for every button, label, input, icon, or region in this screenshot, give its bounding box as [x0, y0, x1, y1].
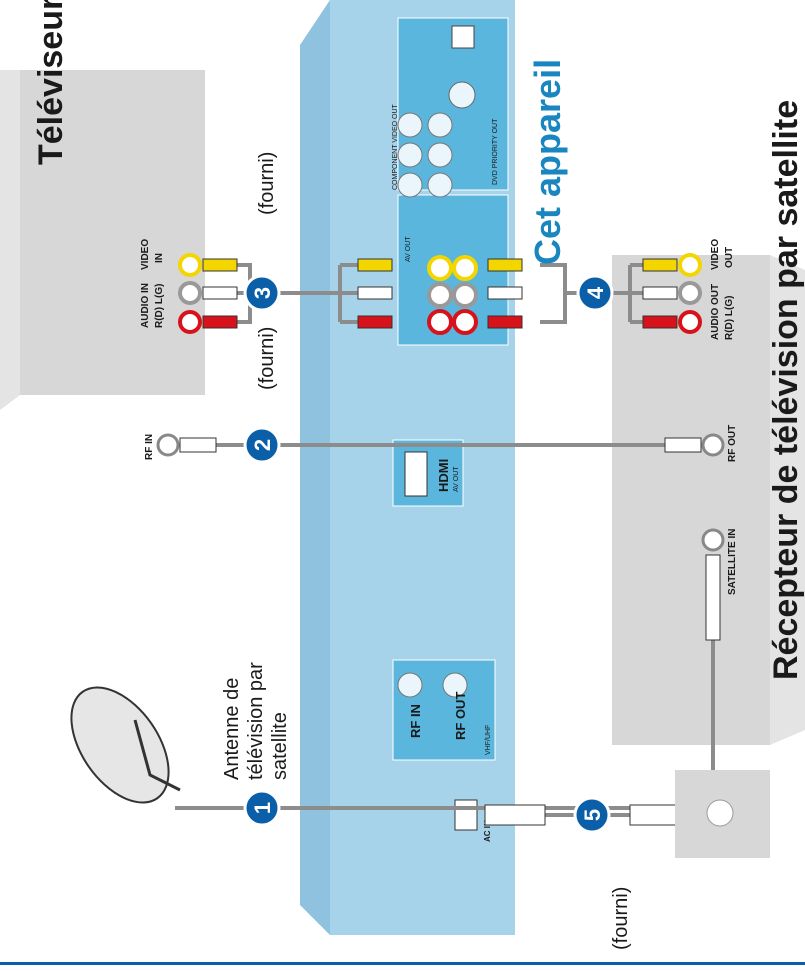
- tv-top: [0, 70, 20, 410]
- tv-rf-in-jack: [156, 433, 180, 457]
- receiver-rf-out-jack: [701, 433, 725, 457]
- tv-body: [20, 70, 205, 395]
- device-rf-out-jack: [442, 672, 468, 698]
- step-5-text: 5: [580, 809, 605, 821]
- receiver-video-out-label: VIDEO: [710, 239, 721, 270]
- tv-audio-rl-label: R(D) L(G): [154, 284, 165, 328]
- hdmi-label: HDMI: [436, 459, 451, 492]
- step-4-text: 4: [583, 286, 608, 299]
- tv-av-jacks: [178, 253, 202, 334]
- hdmi-av-out-label: AV OUT: [453, 466, 460, 492]
- power-plug-device: [484, 804, 546, 826]
- step-3-text: 3: [250, 287, 275, 299]
- receiver-av-jacks: [678, 253, 702, 334]
- tv-title: Téléviseur: [32, 0, 70, 165]
- optical-port-icon: [451, 25, 475, 49]
- receiver-video-out-sub: OUT: [724, 247, 735, 268]
- device-right-plugs: [487, 258, 523, 329]
- device-front-panel: [300, 0, 330, 935]
- receiver-side-plugs: [642, 258, 678, 329]
- bottom-rule: [0, 962, 805, 965]
- supplied-label-2: (fourni): [256, 327, 278, 390]
- antenna-label-line1: Antenne de: [221, 678, 243, 780]
- receiver-body: [612, 255, 770, 745]
- antenna-label-line2: télévision par: [245, 662, 267, 780]
- outlet-socket-icon: [706, 799, 734, 827]
- component-jacks: [397, 112, 453, 198]
- tv-video-in-sub: IN: [154, 253, 165, 263]
- antenna-label-line3: satellite: [269, 712, 291, 780]
- satellite-dish-icon: [70, 686, 181, 804]
- tv-video-in-label: VIDEO: [140, 239, 151, 270]
- receiver-audio-out-label: AUDIO OUT: [710, 284, 721, 340]
- step-badge-4: 4: [576, 274, 614, 312]
- vhf-uhf-label: VHF/UHF: [485, 725, 492, 755]
- receiver-side: [770, 255, 805, 745]
- dvd-priority-out-label: DVD PRIORITY OUT: [492, 118, 499, 185]
- receiver-audio-rl-label: R(D) L(G): [724, 296, 735, 340]
- receiver-title: Récepteur de télévision par satellite: [767, 100, 805, 680]
- step-1-text: 1: [250, 802, 275, 814]
- device-rf-in-label: RF IN: [408, 704, 423, 738]
- receiver-rf-out-label: RF OUT: [727, 425, 738, 462]
- av-out-label: AV OUT: [405, 236, 412, 262]
- tv-audio-in-label: AUDIO IN: [140, 283, 151, 328]
- step-2-text: 2: [250, 439, 275, 451]
- hdmi-port: [404, 451, 428, 497]
- step-badge-3: 3: [243, 274, 281, 312]
- ac-in-label: AC IN ~: [483, 813, 492, 842]
- step-badge-5: 5: [573, 796, 611, 834]
- supplied-label-5: (fourni): [610, 887, 632, 950]
- receiver-satellite-in-label: SATELLITE IN: [727, 529, 738, 595]
- component-video-out-label: COMPONENT VIDEO OUT: [392, 103, 399, 190]
- device-rf-in-jack: [397, 672, 423, 698]
- step-badge-1: 1: [243, 789, 281, 827]
- ac-in-socket: [454, 799, 478, 831]
- device-av-jacks: [427, 255, 478, 335]
- tv-rf-in-label: RF IN: [144, 434, 155, 460]
- step-badge-2: 2: [243, 426, 281, 464]
- device-title: Cet appareil: [527, 59, 568, 265]
- tv-rf-plug: [179, 437, 217, 453]
- receiver-satellite-in-jack: [701, 528, 725, 552]
- satellite-in-plug: [705, 554, 721, 641]
- receiver-rf-plug: [664, 437, 702, 453]
- device-left-plugs: [357, 258, 393, 329]
- tv-side-plugs: [202, 258, 238, 329]
- supplied-label-3: (fourni): [256, 152, 278, 215]
- svideo-port-icon: [448, 81, 476, 109]
- device-rf-out-label: RF OUT: [453, 692, 468, 740]
